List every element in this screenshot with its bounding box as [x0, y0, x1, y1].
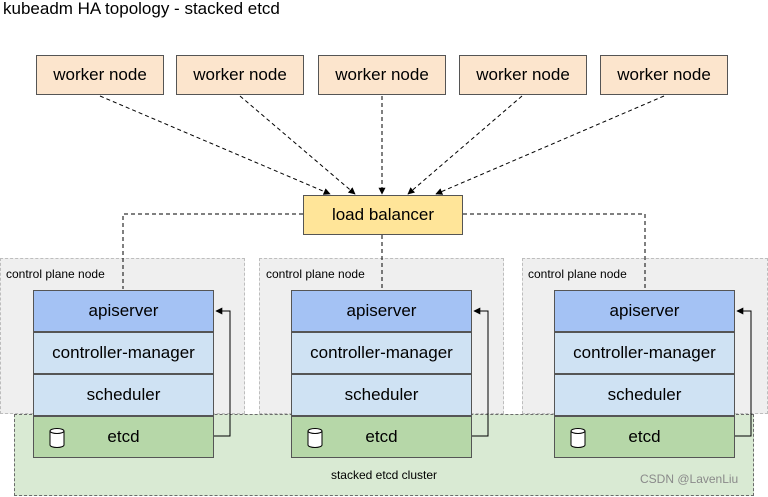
watermark: CSDN @LavenLiu: [640, 472, 739, 486]
worker-to-lb-line-2: [239, 95, 356, 195]
load-balancer: load balancer: [303, 195, 463, 235]
stacked-etcd-cluster-label: stacked etcd cluster: [330, 468, 438, 482]
control-plane-node-label: control plane node: [528, 267, 627, 281]
scheduler: scheduler: [291, 374, 472, 416]
worker-to-lb-line-5: [435, 95, 665, 195]
worker-node: worker node: [600, 55, 728, 95]
worker-to-lb-line-1: [99, 95, 331, 195]
etcd: etcd: [291, 416, 472, 458]
database-icon: [49, 428, 65, 448]
worker-node: worker node: [176, 55, 304, 95]
etcd: etcd: [554, 416, 735, 458]
worker-node: worker node: [459, 55, 587, 95]
controller-manager: controller-manager: [291, 332, 472, 374]
database-icon: [307, 428, 323, 448]
etcd: etcd: [33, 416, 214, 458]
controller-manager: controller-manager: [33, 332, 214, 374]
etcd-label: etcd: [628, 427, 661, 446]
worker-node: worker node: [318, 55, 446, 95]
scheduler: scheduler: [554, 374, 735, 416]
scheduler: scheduler: [33, 374, 214, 416]
worker-node: worker node: [36, 55, 164, 95]
database-icon: [570, 428, 586, 448]
worker-to-lb-line-4: [407, 95, 523, 195]
control-plane-node-label: control plane node: [6, 267, 105, 281]
etcd-label: etcd: [107, 427, 140, 446]
apiserver: apiserver: [33, 290, 214, 332]
control-plane-node-label: control plane node: [266, 267, 365, 281]
apiserver: apiserver: [291, 290, 472, 332]
controller-manager: controller-manager: [554, 332, 735, 374]
diagram-title: kubeadm HA topology - stacked etcd: [3, 0, 280, 18]
apiserver: apiserver: [554, 290, 735, 332]
etcd-label: etcd: [365, 427, 398, 446]
